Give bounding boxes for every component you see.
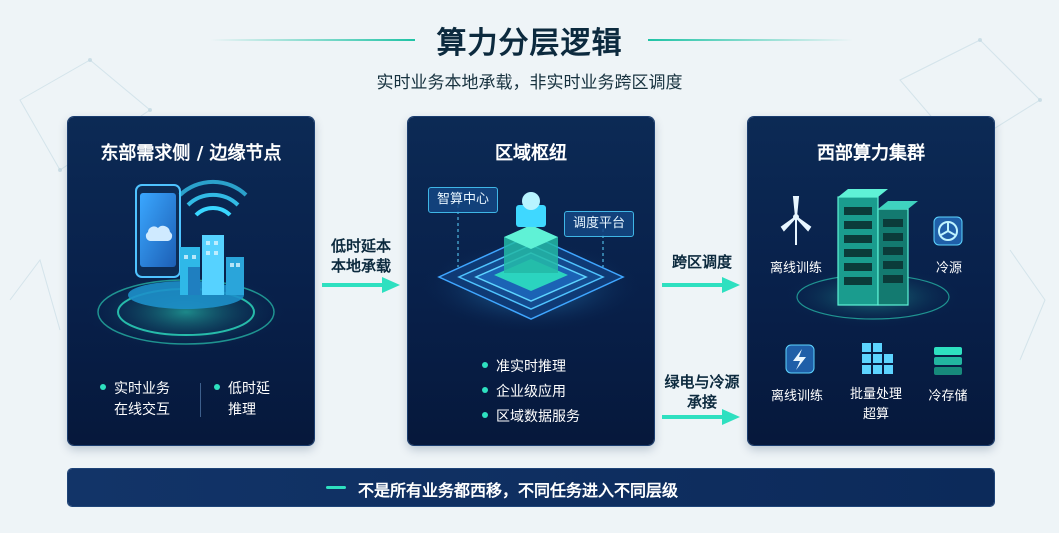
- list-item: 区域数据服务: [482, 405, 580, 430]
- bullet-dot-icon: [482, 362, 488, 368]
- bullet-dot-icon: [482, 412, 488, 418]
- edge-illustration: [86, 179, 286, 352]
- title-line-right: [648, 39, 853, 41]
- page-subtitle: 实时业务本地承载，非实时业务跨区调度: [376, 73, 683, 93]
- bullet-dot-icon: [482, 387, 488, 393]
- cluster-illustration: [780, 189, 963, 375]
- list-item: 企业级应用: [482, 380, 580, 405]
- server-rack-icon: [837, 189, 918, 306]
- page-title: 算力分层逻辑: [436, 26, 623, 61]
- arrow-1-label: 低时延本本地承载: [330, 237, 391, 275]
- label-offline-training-top: 离线训练: [769, 261, 822, 276]
- wind-turbine-icon: [780, 196, 812, 245]
- label-offline-training-bottom: 离线训练: [770, 389, 823, 404]
- list-item: 准实时推理: [482, 355, 580, 380]
- lightning-icon: [785, 344, 815, 374]
- batch-blocks-icon: [862, 343, 893, 374]
- card-east-edge: 东部需求侧 / 边缘节点 实时业务 在线交互 低时延 推理: [68, 117, 314, 445]
- card-west-cluster: 西部算力集群 离线训练 冷源 离线训练 批量处理超算 冷存储: [748, 117, 994, 445]
- tag-scheduling-platform: 调度平台: [564, 211, 635, 237]
- banner-dash-icon: [326, 486, 346, 489]
- cold-storage-icon: [934, 347, 962, 375]
- label-cold-source: 冷源: [935, 261, 962, 276]
- bullet-dot-icon: [100, 384, 106, 390]
- card-regional-hub: 区域枢纽 智算中心 调度平台 准实时推理 企业级应用 区域数据服务: [408, 117, 654, 445]
- east-bullet-2: 低时延 推理: [214, 379, 270, 421]
- title-line-left: [210, 39, 415, 41]
- tag-intelligent-computing-center: 智算中心: [428, 187, 499, 213]
- arrow-right-icon: [662, 409, 740, 425]
- card-hub-title: 区域枢纽: [495, 143, 567, 164]
- card-east-title: 东部需求侧 / 边缘节点: [100, 143, 282, 164]
- label-batch-supercomputing: 批量处理超算: [849, 387, 902, 422]
- label-cold-storage: 冷存储: [928, 389, 968, 404]
- bottom-banner: 不是所有业务都西移，不同任务进入不同层级: [68, 469, 994, 506]
- fan-icon: [933, 216, 963, 246]
- east-bullet-divider: [200, 383, 201, 417]
- hub-illustration: [421, 192, 641, 332]
- bullet-dot-icon: [214, 384, 220, 390]
- east-bullet-1: 实时业务 在线交互: [100, 379, 170, 421]
- hub-bullets: 准实时推理 企业级应用 区域数据服务: [482, 355, 580, 430]
- arrow-3-label: 绿电与冷源承接: [664, 373, 740, 411]
- arrow-right-icon: [662, 277, 740, 293]
- banner-text: 不是所有业务都西移，不同任务进入不同层级: [358, 481, 679, 500]
- card-west-title: 西部算力集群: [817, 143, 925, 164]
- arrow-right-icon: [322, 277, 400, 293]
- arrow-2-label: 跨区调度: [671, 253, 732, 271]
